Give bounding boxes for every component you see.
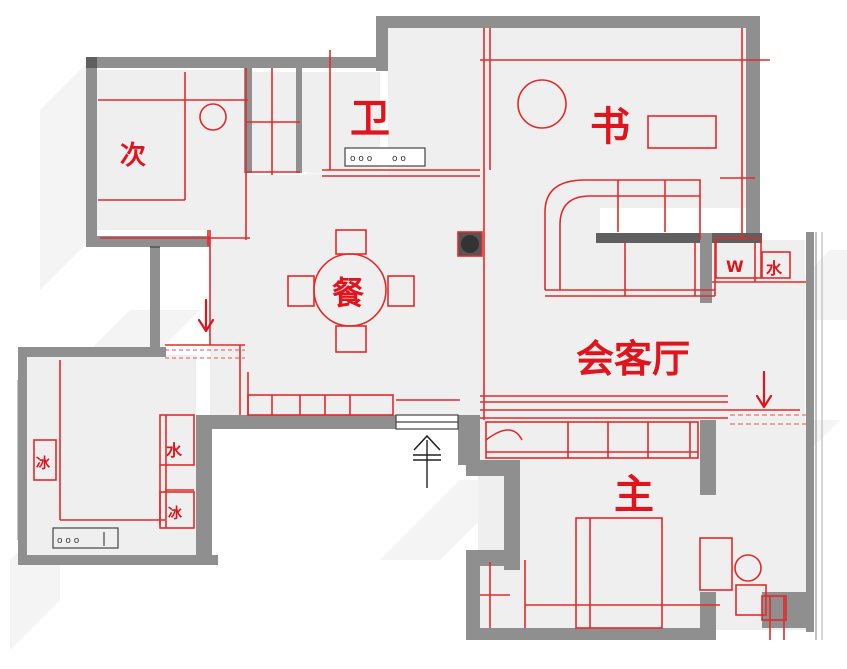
svg-text:o o o: o o o: [350, 154, 373, 164]
room-label-bedroom3: 书: [590, 104, 630, 150]
svg-text:o o: o o: [392, 154, 406, 164]
room-label-bathroom: 卫: [350, 96, 390, 142]
room-label-dining: 餐: [332, 274, 365, 312]
down-arrow-icon: [197, 298, 773, 409]
column-icon: [461, 235, 479, 253]
room-labels: 次 卫 书 餐 会客厅 主: [120, 96, 690, 518]
room-label-master: 主: [614, 472, 654, 518]
fixture-label-kitchen-3: 冰: [168, 505, 183, 522]
entrance-arrow-icon: [413, 434, 441, 488]
toilet-icon: [199, 103, 227, 131]
fixture-label-kitchen-2: 水: [166, 441, 183, 460]
walls: [18, 16, 814, 640]
furniture-lines: [33, 28, 806, 640]
fixture-label-closet-k: 水: [766, 259, 783, 278]
room-label-living: 会客厅: [576, 337, 690, 381]
openings: [17, 232, 823, 640]
svg-text:o o o: o o o: [57, 536, 80, 546]
sink-icon: [517, 79, 762, 582]
fixture-label-closet-w: W: [726, 257, 744, 276]
fixture-labels: 冰 水 冰 W 水: [36, 257, 783, 522]
black-fixtures: o o o o o o o o: [57, 147, 426, 546]
room-label-bedroom2: 次: [120, 141, 146, 171]
fixture-label-kitchen-1: 冰: [36, 455, 51, 472]
